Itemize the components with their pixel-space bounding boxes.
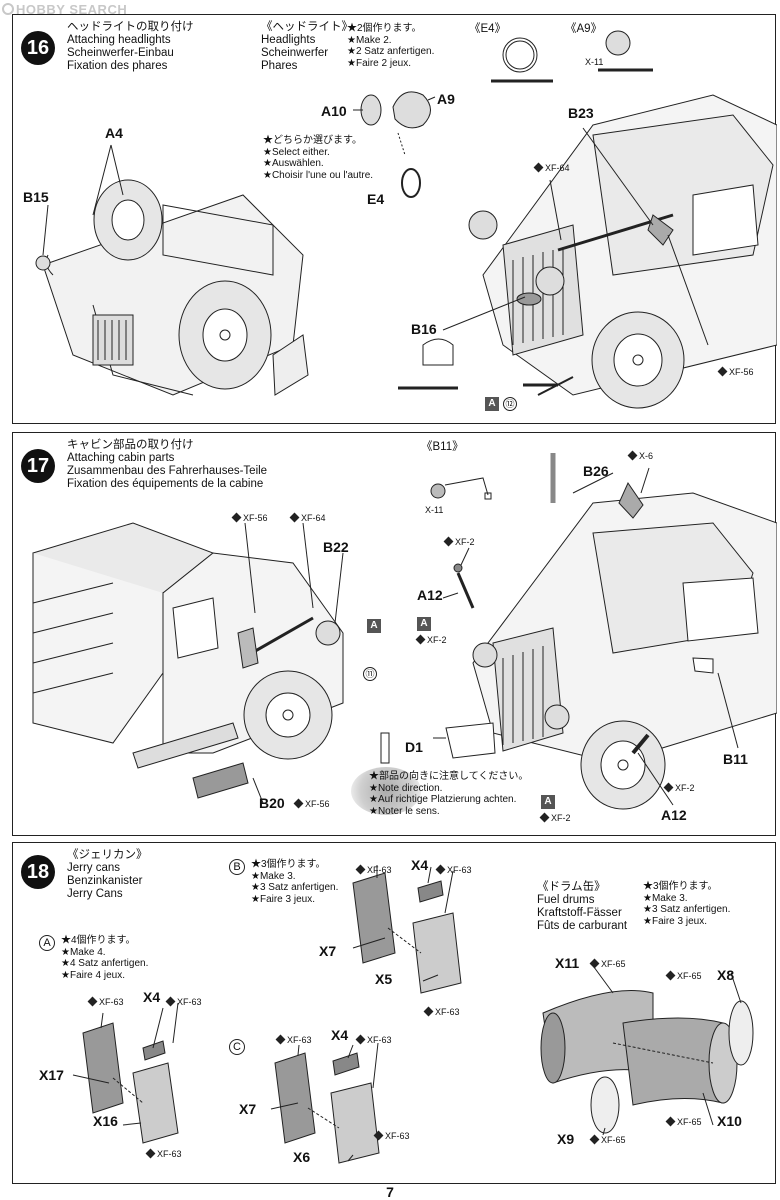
paint-code: X-11 (585, 57, 604, 67)
part-label: X17 (39, 1067, 64, 1083)
page-number: 7 (386, 1184, 394, 1200)
part-label: X10 (717, 1113, 742, 1129)
step-ref: ⑫ (503, 397, 517, 411)
part-label: X11 (555, 955, 580, 971)
make-note: ★2個作ります。★Make 2.★2 Satz anfertigen.★Fair… (347, 23, 435, 69)
group-c-mark: C (229, 1039, 248, 1055)
paint-code: XF-65 (667, 971, 702, 981)
subassembly-box: A (367, 619, 381, 633)
subassembly-box: A (485, 397, 499, 411)
step-number: 17 (21, 449, 55, 483)
detail-b11-title: 《B11》 (421, 441, 464, 453)
paint-code: XF-63 (425, 1007, 460, 1017)
part-label: E4 (367, 191, 385, 207)
part-label: X4 (331, 1027, 349, 1043)
paint-code: XF-63 (89, 997, 124, 1007)
paint-code: XF-63 (277, 1035, 312, 1045)
paint-code: XF-65 (667, 1117, 702, 1127)
direction-note: ★部品の向きに注意してください。★Note direction.★Auf ric… (369, 771, 529, 817)
drums-note: ★3個作ります。★Make 3.★3 Satz anfertigen.★Fair… (643, 881, 731, 927)
paint-code: X-11 (425, 505, 444, 515)
part-label: X6 (293, 1149, 311, 1165)
step-16-drawing (35, 30, 777, 409)
step-number: 16 (21, 31, 55, 65)
part-label: X4 (143, 989, 161, 1005)
part-label: A12 (417, 587, 443, 603)
step-17-drawing (32, 453, 777, 810)
detail-e4-title: 《E4》 (469, 23, 507, 35)
paint-code: XF-63 (167, 997, 202, 1007)
choose-note: ★どちらか選びます。★Select either.★Auswählen.★Cho… (263, 135, 374, 181)
part-label: X5 (375, 971, 393, 987)
part-label: B20 (259, 795, 285, 811)
paint-code: XF-2 (541, 813, 571, 823)
warning-blob (351, 767, 421, 815)
paint-code: X-6 (629, 451, 653, 461)
paint-code: XF-64 (535, 163, 570, 173)
paint-code: XF-63 (437, 865, 472, 875)
paint-code: XF-56 (233, 513, 268, 523)
paint-code: XF-2 (665, 783, 695, 793)
paint-code: XF-56 (719, 367, 754, 377)
watermark-logo: HOBBY SEARCH (2, 2, 127, 17)
paint-code: XF-64 (291, 513, 326, 523)
paint-code: XF-65 (591, 959, 626, 969)
part-label: B23 (568, 105, 594, 121)
part-label: D1 (405, 739, 423, 755)
step-number: 18 (21, 855, 55, 889)
part-label: B11 (723, 751, 748, 767)
paint-code: XF-63 (357, 865, 392, 875)
paint-code: XF-63 (357, 1035, 392, 1045)
detail-a9-title: 《A9》 (565, 23, 603, 35)
step-ref: ⑪ (363, 667, 377, 681)
part-label: B15 (23, 189, 49, 205)
part-label: X7 (319, 943, 337, 959)
paint-code: XF-63 (147, 1149, 182, 1159)
part-label: A10 (321, 103, 347, 119)
subassembly-box: A (541, 795, 555, 809)
step-18-drawing (72, 865, 754, 1164)
part-label: B16 (411, 321, 437, 337)
part-label: X7 (239, 1101, 257, 1117)
part-label: X9 (557, 1131, 575, 1147)
paint-code: XF-56 (295, 799, 330, 809)
part-label: A12 (661, 807, 687, 823)
group-a-note: A ★4個作ります。★Make 4.★4 Satz anfertigen.★Fa… (39, 935, 148, 981)
subassembly-box: A (417, 617, 431, 631)
part-label: X4 (411, 857, 429, 873)
part-label: B26 (583, 463, 609, 479)
part-label: B22 (323, 539, 349, 555)
paint-code: XF-65 (591, 1135, 626, 1145)
paint-code: XF-2 (445, 537, 475, 547)
part-label: A9 (437, 91, 455, 107)
part-label: A4 (105, 125, 123, 141)
paint-code: XF-63 (375, 1131, 410, 1141)
part-label: X8 (717, 967, 735, 983)
part-label: X16 (93, 1113, 118, 1129)
group-b-note: B ★3個作ります。★Make 3.★3 Satz anfertigen.★Fa… (229, 859, 338, 905)
paint-code: XF-2 (417, 635, 447, 645)
